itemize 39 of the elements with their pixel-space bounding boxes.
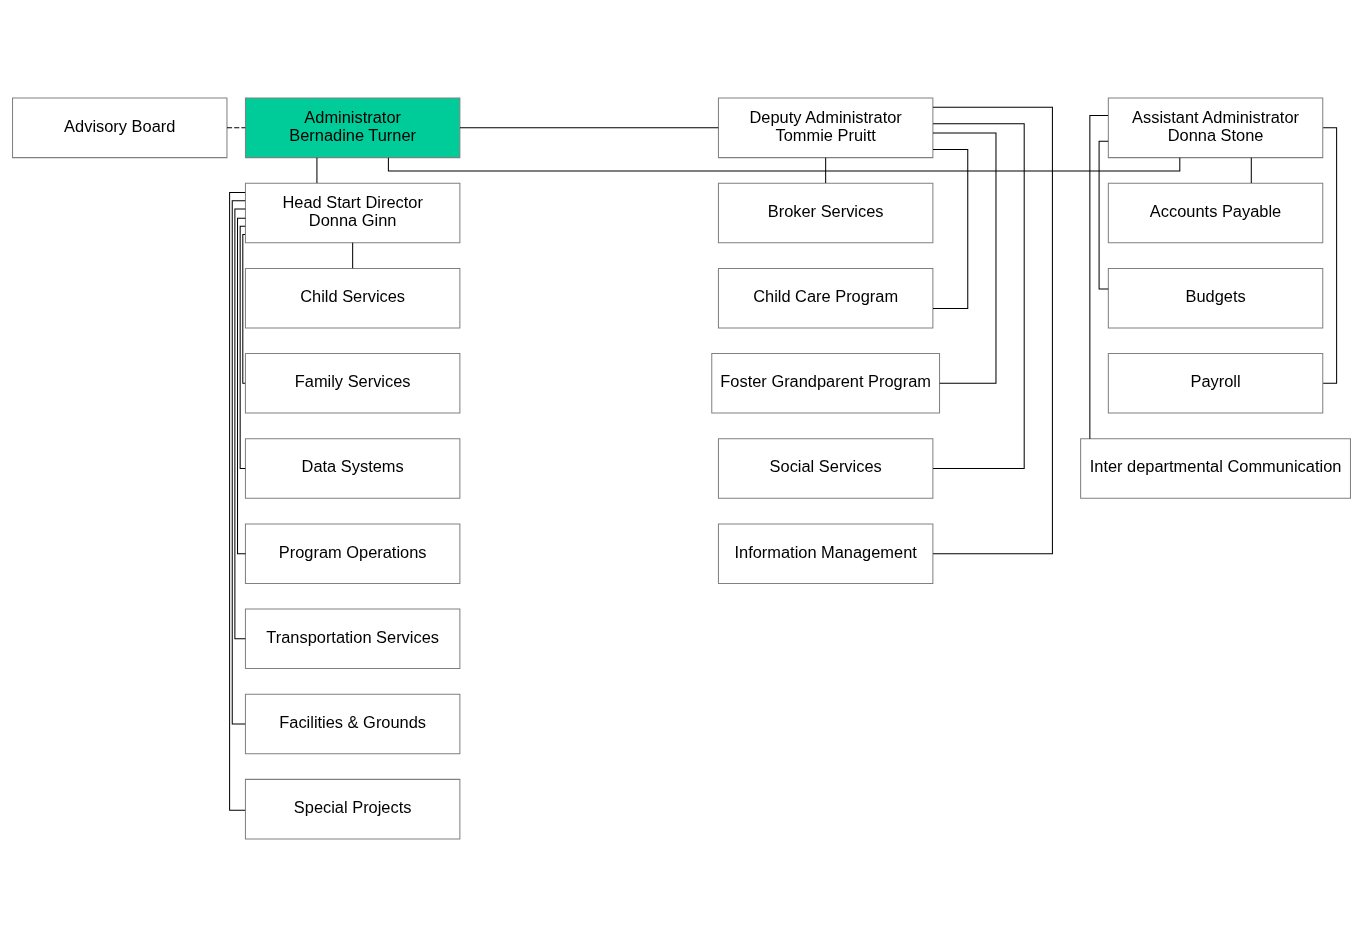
connector — [1322, 127, 1338, 384]
connector — [231, 200, 246, 725]
node-box: Family Services — [244, 353, 461, 414]
node-box: Information Management — [717, 523, 934, 584]
connector — [1098, 140, 1109, 290]
connector — [932, 106, 1053, 555]
node-box: Deputy Administrator Tommie Pruitt — [717, 97, 934, 159]
node-box: Program Operations — [244, 523, 461, 584]
node-box: Head Start Director Donna Ginn — [244, 182, 461, 244]
node-box: Social Services — [717, 438, 934, 499]
connector — [932, 132, 997, 384]
node-box: Advisory Board — [12, 97, 228, 159]
connector — [242, 234, 246, 384]
node-box: Facilities & Grounds — [244, 693, 461, 755]
connector — [932, 148, 969, 309]
node-box: Administrator Bernadine Turner — [244, 97, 461, 159]
connector — [387, 157, 1181, 172]
connector — [459, 127, 719, 129]
connector — [352, 242, 354, 269]
node-box: Payroll — [1107, 353, 1324, 414]
node-box: Transportation Services — [244, 608, 461, 670]
connector — [226, 127, 246, 129]
connector — [932, 123, 1025, 469]
connector — [234, 208, 246, 640]
connector — [237, 217, 246, 555]
node-box: Budgets — [1107, 267, 1324, 329]
connector — [1089, 115, 1109, 440]
connector — [1250, 157, 1252, 184]
node-box: Foster Grandparent Program — [711, 353, 941, 414]
node-box: Assistant Administrator Donna Stone — [1107, 97, 1324, 159]
connector — [239, 225, 246, 469]
node-box: Child Services — [244, 267, 461, 329]
node-box: Inter departmental Communication — [1080, 438, 1351, 499]
node-box: Data Systems — [244, 438, 461, 499]
connector — [825, 157, 827, 184]
node-box: Accounts Payable — [1107, 182, 1324, 244]
node-box: Child Care Program — [717, 267, 934, 329]
node-box: Broker Services — [717, 182, 934, 244]
node-box: Special Projects — [244, 778, 461, 840]
